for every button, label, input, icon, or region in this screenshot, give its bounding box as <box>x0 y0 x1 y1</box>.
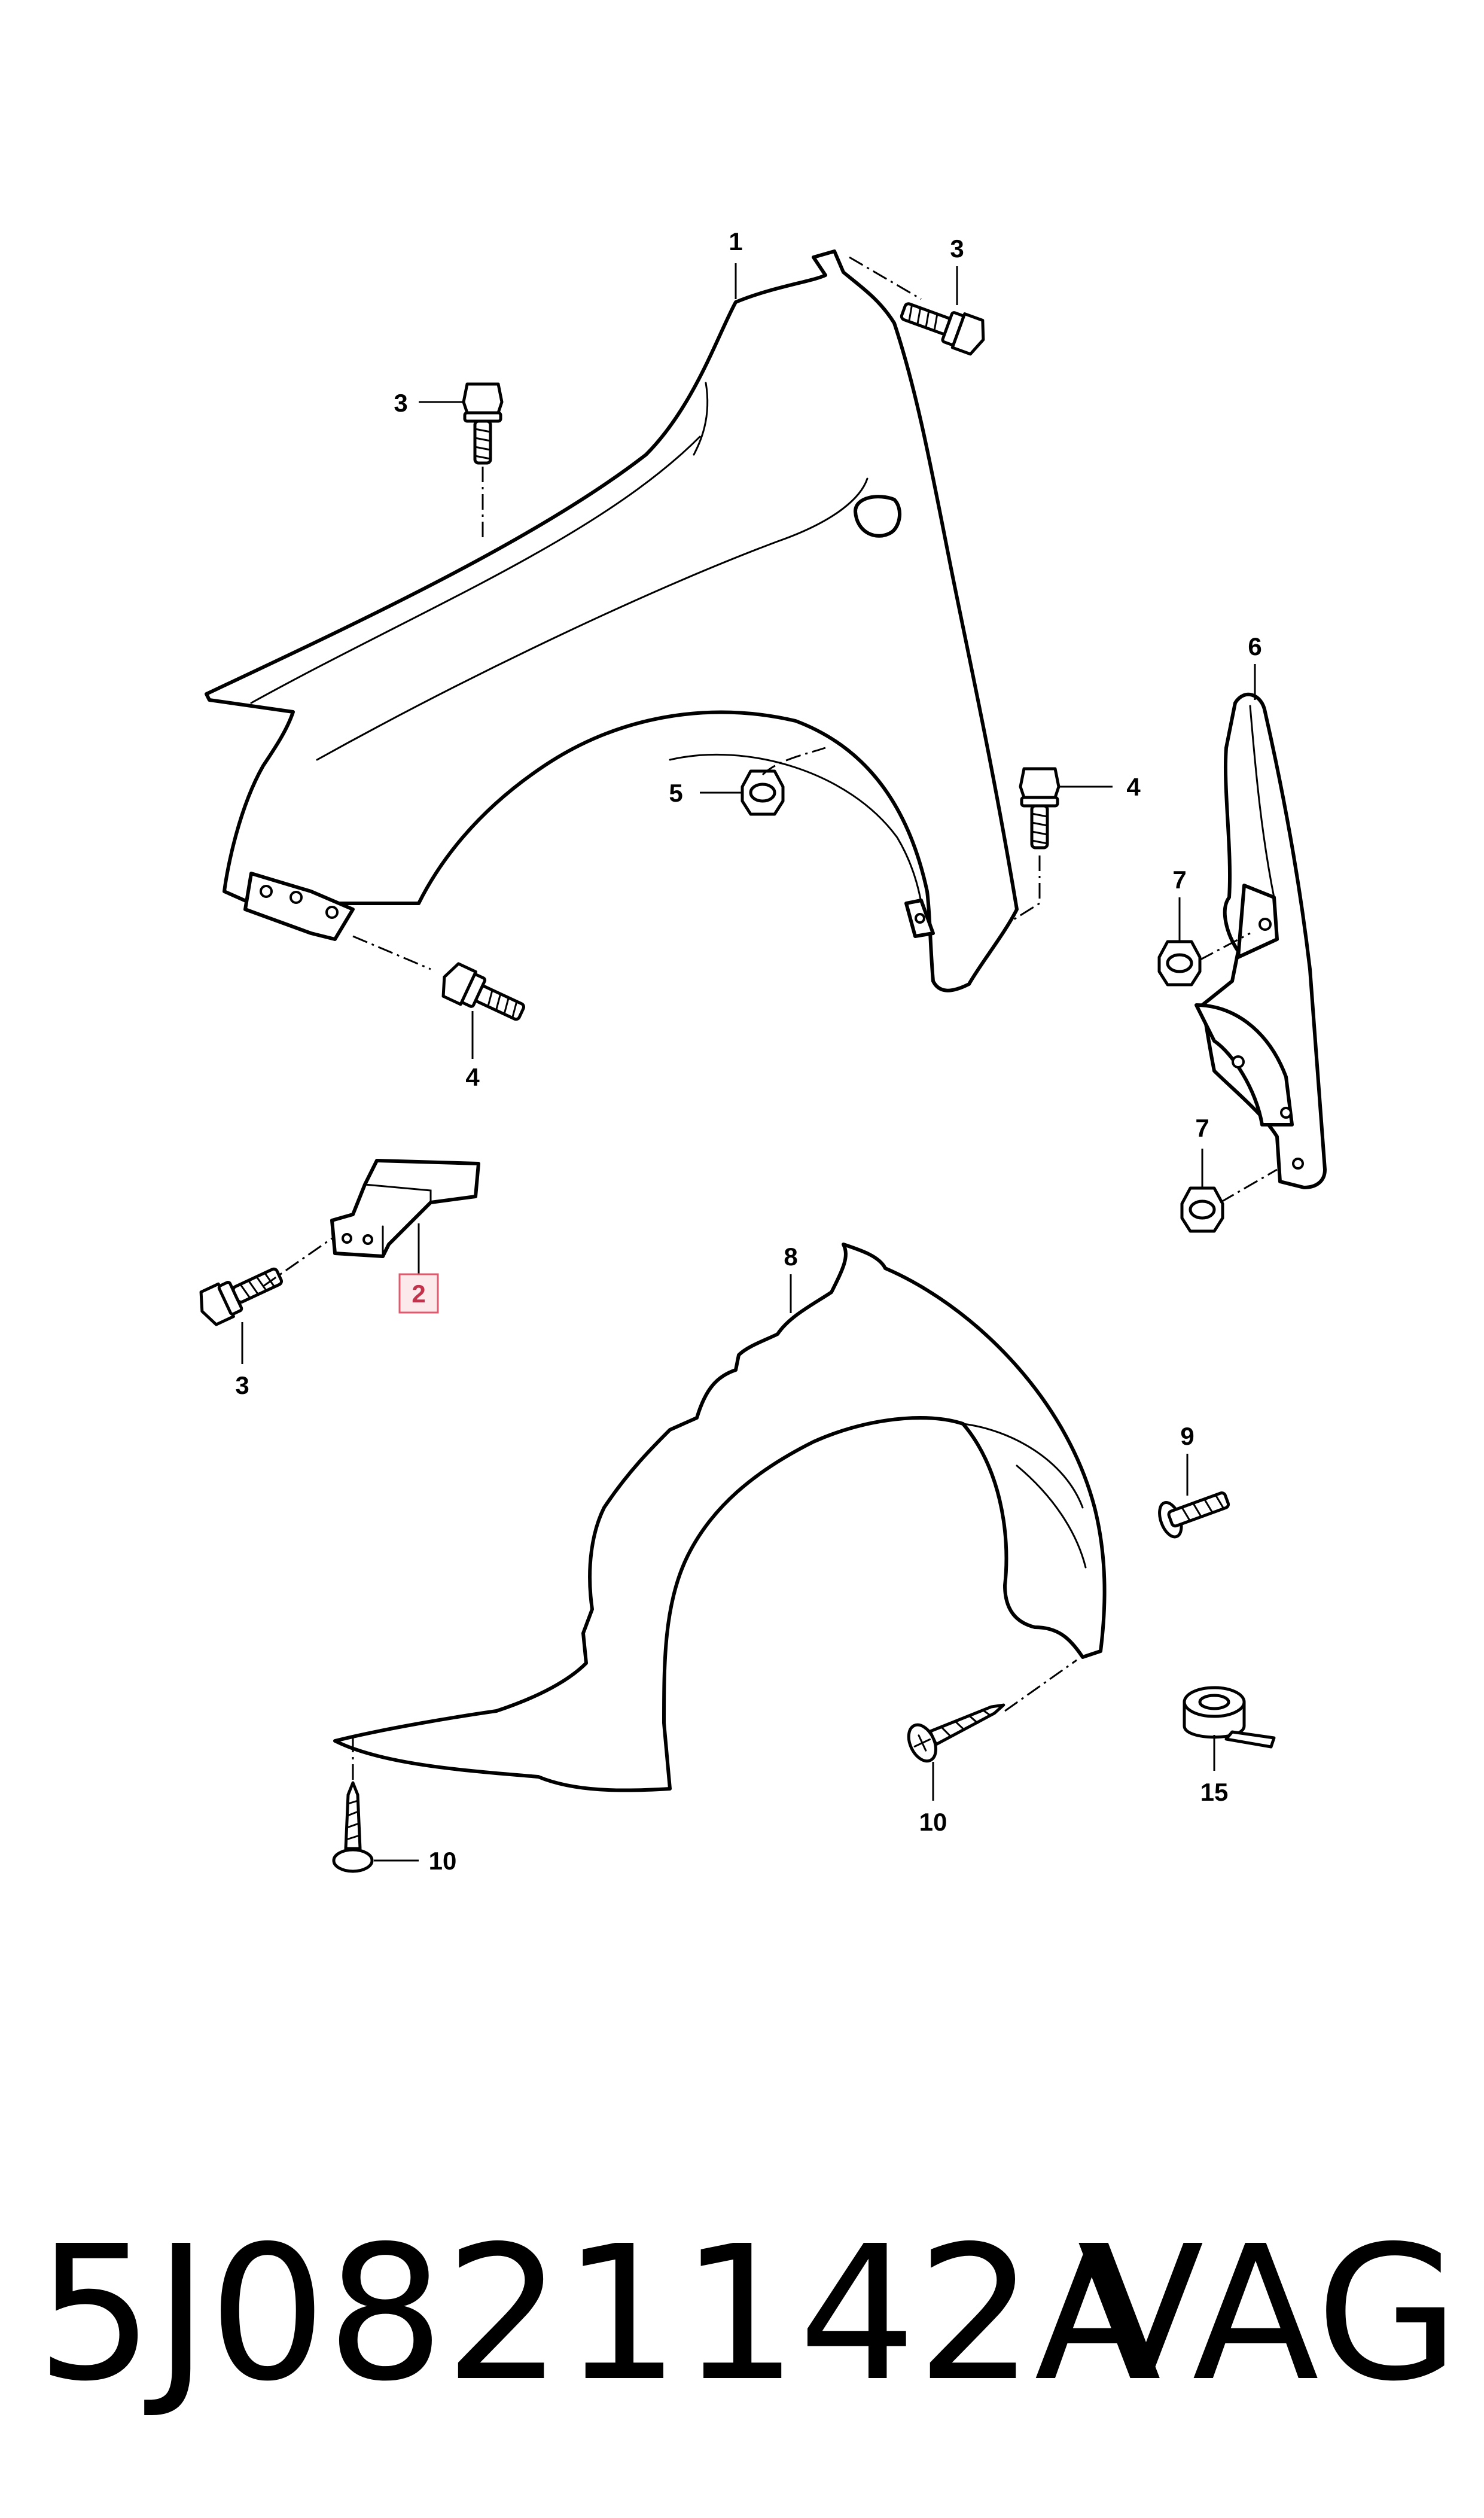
fender-panel <box>205 249 1019 992</box>
tab-hole <box>915 913 925 924</box>
callout-seal: 6 <box>1248 632 1261 660</box>
screw-icon <box>332 1781 374 1873</box>
bracket-fold-line <box>364 1183 432 1204</box>
bracket-outline <box>330 1159 480 1258</box>
fitment-line <box>1004 1659 1077 1712</box>
fitment-line <box>1220 1168 1278 1204</box>
seal-hole <box>1292 1158 1304 1170</box>
callout-nut-upper: 7 <box>1172 866 1186 894</box>
fitment-line <box>849 256 922 300</box>
callout-screw-bottom-left: 10 <box>429 1847 457 1875</box>
seal-lower-flap <box>1194 1003 1294 1126</box>
callout-screw: 9 <box>1180 1422 1194 1450</box>
fender-feature-line <box>316 477 869 761</box>
fender-bracket <box>330 1159 480 1258</box>
part-number: 5J0821142A <box>36 2206 1162 2422</box>
callout-nut: 5 <box>669 779 682 807</box>
fitment-line <box>263 1237 333 1287</box>
seal-inner-line <box>1249 705 1275 899</box>
nut-icon <box>1180 1186 1224 1233</box>
bracket-hole <box>342 1233 352 1244</box>
fitment-line <box>352 935 431 970</box>
liner-inner-line <box>1016 1464 1087 1569</box>
fitment-line <box>1010 855 1041 922</box>
seal-upper-clip <box>1236 884 1279 959</box>
liner-outline <box>333 1243 1107 1792</box>
callout-clip: 15 <box>1200 1778 1229 1806</box>
seal-hole <box>1258 918 1272 931</box>
fitment-line <box>761 747 826 776</box>
callout-bolt-upper-left: 3 <box>394 389 407 417</box>
tab-hole <box>260 885 273 898</box>
tab-hole <box>325 906 339 919</box>
callout-bracket-highlighted[interactable]: 2 <box>412 1280 425 1308</box>
tab-hole <box>290 891 303 904</box>
seal-hole <box>1232 1055 1245 1068</box>
fender-outline <box>205 249 1019 992</box>
callout-liner: 8 <box>784 1243 797 1271</box>
highlight-box <box>398 1273 439 1314</box>
brand-label: VAG <box>1077 2206 1459 2422</box>
liner-inner-line <box>962 1423 1084 1509</box>
bolt-icon <box>441 962 526 1021</box>
fender-edge-line <box>693 382 709 456</box>
bracket-hole <box>362 1234 373 1245</box>
callout-screw-middle: 10 <box>919 1808 947 1836</box>
nut-icon <box>741 769 785 816</box>
bolt-icon <box>900 302 985 356</box>
fender-arch-lip <box>669 753 925 922</box>
fitment-line <box>1199 932 1251 961</box>
seal-hole <box>1280 1107 1292 1119</box>
callout-fender: 1 <box>729 227 742 255</box>
callout-nut-lower: 7 <box>1195 1114 1209 1142</box>
callout-bolt-lower-left: 4 <box>465 1063 480 1091</box>
callout-bolt-top-right: 3 <box>950 235 964 263</box>
callout-bolt-right: 4 <box>1126 773 1141 801</box>
fender-seal-trim <box>1194 692 1327 1189</box>
fender-crease-line <box>250 436 701 704</box>
callout-bolt-bracket: 3 <box>235 1371 249 1399</box>
screw-icon <box>907 1703 1005 1763</box>
clip-icon <box>1183 1686 1276 1749</box>
bolt-icon <box>462 382 504 465</box>
wheel-arch-liner <box>333 1243 1107 1792</box>
bolt-icon <box>1019 767 1061 850</box>
nut-icon <box>1157 940 1202 987</box>
bolt-icon <box>199 1267 284 1326</box>
fender-side-marker-recess <box>854 495 902 538</box>
screw-icon <box>1158 1491 1230 1539</box>
